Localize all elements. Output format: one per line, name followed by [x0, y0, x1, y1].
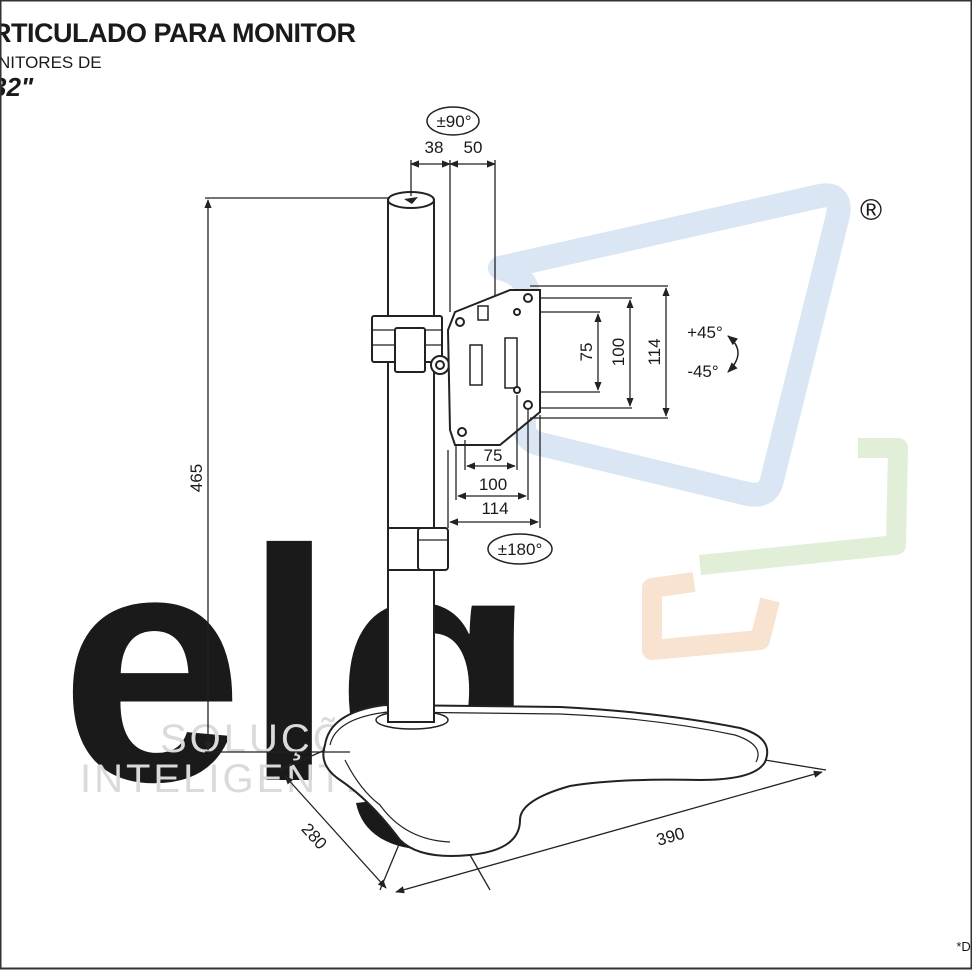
watermark-green-shape	[698, 438, 908, 575]
monitor-size-label: 32"	[0, 72, 34, 102]
dimension-lines	[204, 160, 827, 894]
dim-base-width: 390	[654, 824, 687, 850]
dim-height: 465	[187, 464, 206, 492]
dim-rotation-up: +45°	[687, 323, 723, 342]
dim-vesa-v-large: 114	[645, 338, 664, 365]
height-collar	[387, 527, 449, 571]
dim-swivel: ±180°	[498, 540, 543, 559]
page-title: RTICULADO PARA MONITOR	[0, 18, 356, 48]
watermark-orange-shape	[642, 572, 780, 660]
dim-offset-left: 38	[425, 138, 444, 157]
dim-offset-right: 50	[464, 138, 483, 157]
dimension-labels: 465 38 50 ±90° 75 100 114 +45° -45° 75 1…	[187, 112, 723, 853]
dim-rotation-down: -45°	[687, 362, 718, 381]
dim-vesa-h-small: 75	[484, 446, 503, 465]
footnote: *Dir	[956, 939, 972, 954]
swivel-ellipse	[487, 533, 553, 565]
vesa-plate	[446, 289, 541, 446]
pole	[387, 191, 435, 723]
rotation-arc-icon	[727, 335, 739, 373]
registered-mark: ®	[860, 194, 882, 227]
page-subtitle: NITORES DE	[0, 53, 102, 72]
tilt-ellipse	[426, 106, 480, 136]
dim-tilt: ±90°	[436, 112, 471, 131]
dim-vesa-h-large: 114	[481, 499, 508, 518]
watermark-blue-shape	[488, 183, 851, 507]
rotation-symbols	[426, 106, 739, 565]
dim-vesa-v-small: 75	[577, 343, 596, 362]
dim-vesa-v-mid: 100	[609, 338, 628, 366]
dim-vesa-h-mid: 100	[479, 475, 507, 494]
arm-clamp	[371, 315, 450, 375]
